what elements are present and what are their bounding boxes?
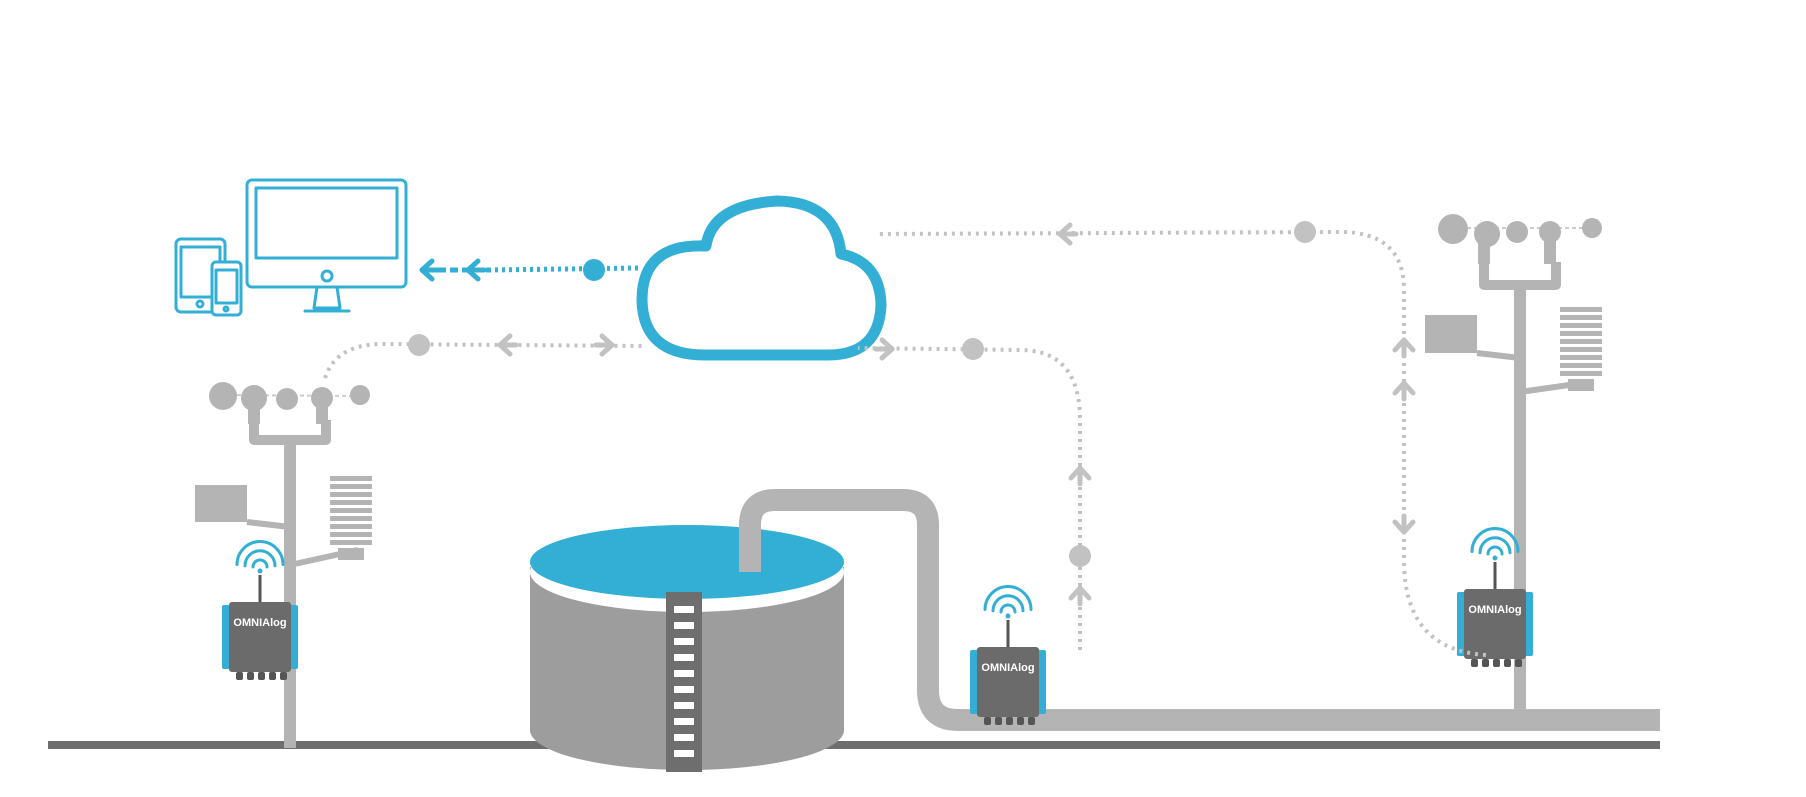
cloud-icon — [636, 195, 887, 361]
logger-connector — [269, 672, 276, 680]
radiation-shield-plate — [1560, 355, 1602, 360]
link-right-station-to-cloud — [874, 221, 1487, 657]
logger-label: OMNIAlog — [981, 662, 1034, 674]
logger-connector — [258, 672, 265, 680]
logger-cap-right — [289, 605, 298, 669]
radiation-shield-plate — [330, 476, 372, 481]
logger-connector — [1017, 717, 1024, 725]
pipe-inlet — [739, 520, 761, 572]
monitor-tablet-phone-icon — [174, 178, 408, 317]
water-tank — [530, 525, 844, 772]
wifi-icon — [983, 585, 1033, 619]
radiation-shield-plate — [1560, 315, 1602, 320]
radiation-shield-plate — [1560, 363, 1602, 368]
logger-connector — [1493, 659, 1500, 667]
radiation-shield-plate — [1560, 371, 1602, 376]
logger-middle: OMNIAlog — [970, 585, 1046, 725]
radiation-shield-plate — [1560, 323, 1602, 328]
ground-line — [48, 741, 1660, 749]
ladder-rung — [674, 750, 694, 757]
radiation-shield-plate — [330, 516, 372, 521]
radiation-shield-plate — [330, 508, 372, 513]
logger-connector — [1006, 717, 1013, 725]
ladder-rung — [674, 622, 694, 629]
ladder-rung — [674, 606, 694, 613]
logger-right: OMNIAlog — [1457, 527, 1533, 667]
ladder-rung — [674, 702, 694, 709]
logger-body — [1464, 589, 1526, 659]
ladder-rung — [674, 734, 694, 741]
logger-connector — [1482, 659, 1489, 667]
logger-body — [229, 602, 291, 672]
logger-cap-right — [1524, 592, 1533, 656]
logger-left: OMNIAlog — [222, 540, 298, 680]
logger-connector — [984, 717, 991, 725]
ladder-rung — [674, 686, 694, 693]
logger-connector — [995, 717, 1002, 725]
radiation-shield-plate — [330, 540, 372, 545]
logger-label: OMNIAlog — [1468, 604, 1521, 616]
radiation-shield-plate — [330, 484, 372, 489]
radiation-shield-plate — [330, 492, 372, 497]
wifi-icon — [235, 540, 285, 574]
radiation-shield-plate — [330, 524, 372, 529]
logger-connector — [1515, 659, 1522, 667]
logger-cap-left — [1457, 592, 1466, 656]
radiation-shield-plate — [330, 500, 372, 505]
link-cloud-to-devices — [422, 259, 641, 281]
radiation-shield-plate — [1560, 339, 1602, 344]
logger-connector — [247, 672, 254, 680]
logger-cap-right — [1037, 650, 1046, 714]
wifi-icon — [1470, 527, 1520, 561]
radiation-shield-plate — [1560, 307, 1602, 312]
logger-body — [977, 647, 1039, 717]
logger-connector — [1471, 659, 1478, 667]
logger-connector — [1504, 659, 1511, 667]
water-pipe — [739, 489, 1660, 731]
link-left-station-to-cloud — [323, 334, 643, 379]
logger-label: OMNIAlog — [233, 617, 286, 629]
ladder-rung — [674, 718, 694, 725]
logger-connector — [280, 672, 287, 680]
ladder-rung — [674, 654, 694, 661]
tank-ladder — [666, 592, 702, 772]
radiation-shield-plate — [330, 532, 372, 537]
logger-connector — [1028, 717, 1035, 725]
logger-connector — [236, 672, 243, 680]
ladder-rung — [674, 638, 694, 645]
radiation-shield-plate — [1560, 331, 1602, 336]
logger-cap-left — [970, 650, 979, 714]
ladder-rung — [674, 670, 694, 677]
radiation-shield-plate — [1560, 347, 1602, 352]
link-middle-logger-to-cloud — [857, 338, 1091, 650]
weather-station-left — [195, 382, 372, 748]
logger-cap-left — [222, 605, 231, 669]
